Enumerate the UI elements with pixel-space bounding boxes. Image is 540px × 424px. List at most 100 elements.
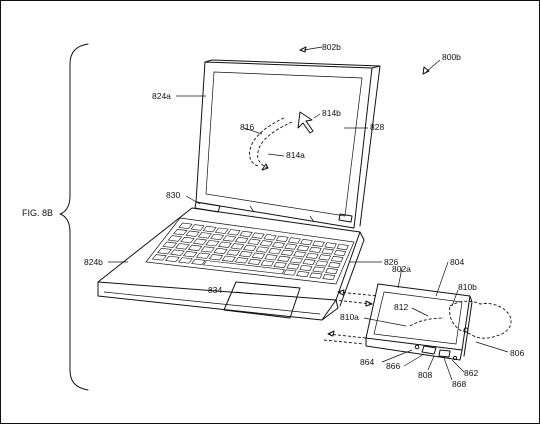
keyboard-key	[264, 254, 278, 261]
keyboard-key	[227, 229, 241, 236]
keyboard-key	[255, 246, 270, 253]
keyboard-key	[296, 245, 310, 252]
user-hand-outline	[449, 300, 512, 339]
ref-810b: 810b	[458, 282, 477, 292]
keyboard-key	[296, 271, 310, 278]
ref-866: 866	[386, 361, 400, 371]
ref-824a: 824a	[152, 91, 171, 101]
keyboard-key	[239, 230, 253, 238]
keyboard-key	[162, 241, 178, 248]
keyboard-key	[191, 258, 206, 266]
keyboard-key	[251, 252, 266, 259]
keyboard-key	[268, 248, 282, 255]
keyboard-key	[312, 240, 325, 247]
keyboard-key	[180, 236, 195, 244]
keyboard-key	[275, 235, 289, 242]
keyboard-key	[321, 248, 334, 255]
keyboard-key	[151, 254, 167, 261]
laptop-keyboard	[151, 222, 349, 281]
keyboard-key	[289, 257, 303, 264]
keyboard-key	[190, 224, 205, 231]
keyboard-key	[260, 260, 275, 267]
keyboard-key	[318, 254, 332, 261]
ref-868: 868	[452, 379, 466, 389]
ref-808: 808	[418, 370, 432, 380]
figure-label: FIG. 8B	[22, 208, 53, 218]
handheld-finger-trace	[409, 317, 445, 327]
keyboard-key	[328, 262, 341, 269]
keyboard-key	[324, 242, 337, 249]
ref-802a: 802a	[392, 264, 411, 274]
keyboard-key	[187, 244, 203, 251]
keyboard-key	[333, 249, 347, 257]
keyboard-key	[221, 255, 236, 262]
ref-830: 830	[166, 190, 180, 200]
keyboard-key	[247, 238, 261, 245]
keyboard-key	[299, 264, 313, 272]
keyboard-key	[277, 255, 291, 262]
keyboard-key	[336, 243, 349, 251]
ref-800b: 800b	[442, 52, 461, 62]
ref-824b: 824b	[84, 257, 103, 267]
ref-802b: 802b	[322, 42, 341, 52]
keyboard-key	[217, 241, 232, 248]
keyboard-key	[287, 237, 301, 244]
keyboard-key	[243, 244, 257, 252]
keyboard-key	[164, 255, 180, 263]
ref-864: 864	[360, 357, 374, 367]
keyboard-key	[202, 225, 217, 233]
keyboard-key	[205, 240, 220, 247]
keyboard-key	[259, 240, 273, 247]
ref-826: 826	[384, 257, 398, 267]
keyboard-key	[309, 272, 323, 279]
keyboard-key	[192, 238, 208, 245]
ref-814b: 814b	[322, 108, 341, 118]
keyboard-key	[280, 249, 294, 256]
keyboard-key	[251, 232, 265, 239]
keyboard-key	[286, 263, 300, 270]
keyboard-key	[300, 239, 313, 246]
ref-862: 862	[464, 368, 478, 378]
screen-cursor-arrow	[249, 111, 314, 171]
laptop-lid	[194, 59, 381, 229]
keyboard-key	[263, 234, 277, 241]
keyboard-key	[167, 235, 183, 242]
keyboard-key	[284, 243, 298, 250]
keyboard-key	[214, 227, 229, 234]
keyboard-key	[195, 252, 211, 259]
keyboard-key	[200, 246, 215, 253]
ref-816: 816	[240, 122, 254, 132]
keyboard-spacebar	[202, 260, 285, 275]
wireless-link-arrows	[323, 289, 379, 345]
keyboard-key	[325, 268, 339, 275]
keyboard-key	[208, 254, 224, 261]
ref-804: 804	[450, 257, 464, 267]
keyboard-key	[213, 247, 228, 255]
keyboard-key	[183, 251, 198, 258]
ref-828: 828	[370, 122, 384, 132]
keyboard-key	[312, 266, 326, 273]
keyboard-key	[309, 246, 322, 253]
ref-806: 806	[510, 348, 524, 358]
keyboard-key	[197, 232, 212, 239]
keyboard-key	[234, 237, 249, 244]
keyboard-key	[293, 251, 307, 258]
keyboard-key	[230, 243, 245, 250]
keyboard-key	[234, 257, 249, 264]
keyboard-key	[226, 249, 241, 256]
keyboard-key	[170, 249, 185, 256]
keyboard-key	[330, 255, 344, 263]
keyboard-key	[210, 233, 225, 241]
keyboard-key	[238, 251, 253, 258]
keyboard-key	[315, 260, 329, 267]
ref-834: 834	[208, 285, 222, 295]
keyboard-key	[173, 228, 188, 236]
keyboard-key	[283, 269, 297, 276]
ref-810a: 810a	[340, 312, 359, 322]
keyboard-key	[302, 258, 316, 265]
keyboard-key	[247, 258, 262, 265]
figure-brace	[59, 43, 89, 391]
keyboard-key	[178, 257, 193, 264]
ref-814a: 814a	[286, 150, 305, 160]
keyboard-key	[271, 241, 286, 249]
